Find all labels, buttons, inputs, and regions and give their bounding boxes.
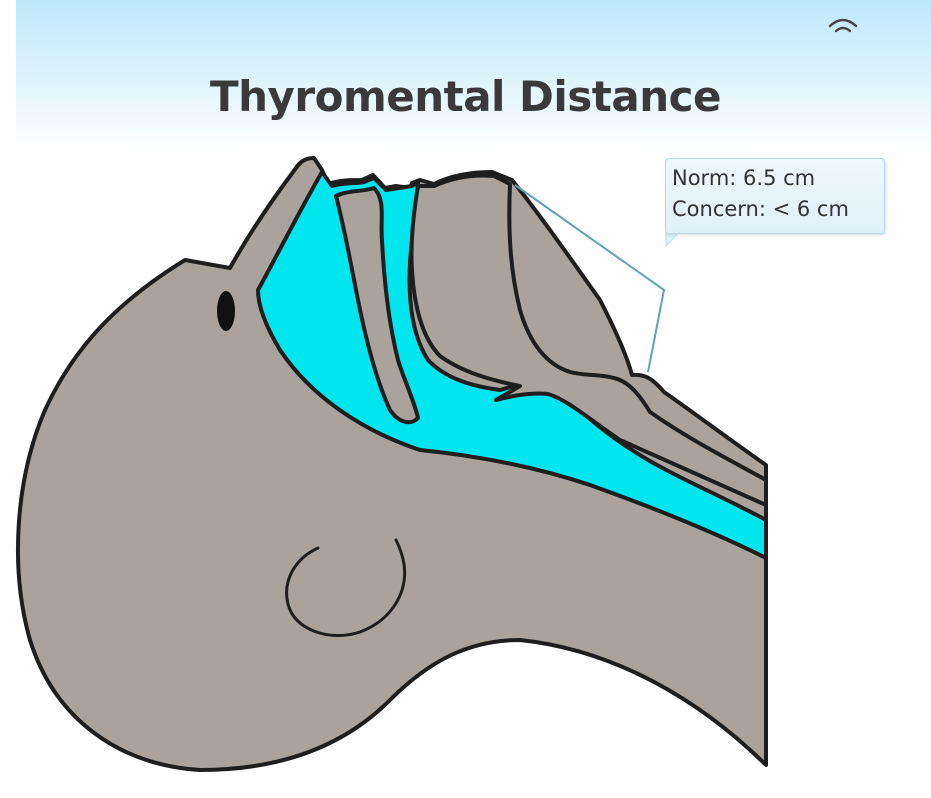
callout-tail [665, 233, 679, 247]
concern-value: Concern: < 6 cm [672, 194, 884, 225]
nostril [217, 291, 235, 331]
measurement-callout: Norm: 6.5 cm Concern: < 6 cm [665, 158, 885, 234]
norm-value: Norm: 6.5 cm [672, 163, 884, 194]
